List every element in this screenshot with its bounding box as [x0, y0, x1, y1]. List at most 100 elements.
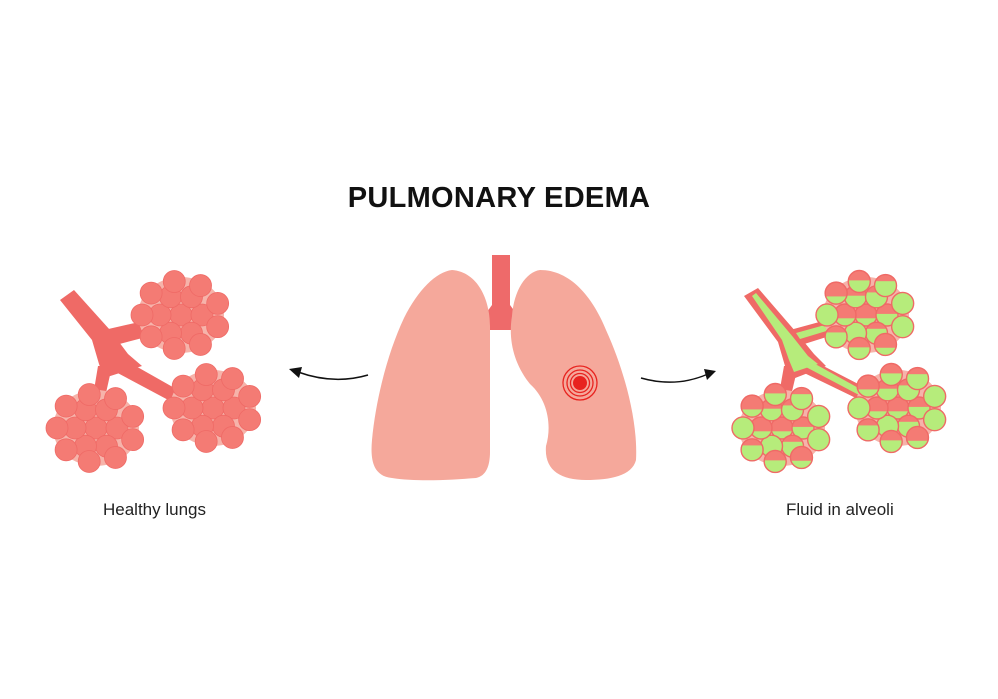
alveolus-outline: [873, 273, 898, 298]
pain-core: [573, 376, 587, 390]
fluid-bronchiole: [744, 288, 866, 400]
alveolus-outline: [763, 382, 787, 407]
alveolus-fluid: [866, 411, 888, 419]
alveolus-sac: [194, 363, 218, 386]
alveolus-fluid: [816, 303, 838, 326]
alveolus-outline: [740, 438, 764, 462]
alveolus-sac: [77, 383, 101, 406]
alveolus-fluid: [741, 409, 764, 418]
alveolus-outline: [890, 291, 915, 316]
alveolus-sac: [121, 428, 145, 452]
alveolus-sac: [104, 446, 127, 469]
alveolus-sac: [222, 396, 246, 420]
alveolus-outline: [879, 362, 903, 387]
alveolus-fluid: [906, 374, 929, 390]
pain-ring-inner: [569, 372, 591, 394]
alveolus-fluid: [923, 408, 946, 431]
fluid-cluster-top: [815, 269, 915, 361]
alveolus-fluid: [891, 292, 914, 315]
alveolus-sac: [189, 274, 212, 297]
alveolus-sac: [238, 385, 262, 408]
alveolus-sac: [121, 405, 145, 428]
alveolus-fluid: [807, 428, 830, 451]
fluid-in-alveoli-label: Fluid in alveoli: [786, 500, 894, 519]
alveolus-fluid: [760, 408, 783, 421]
alveolus-sac: [105, 416, 129, 440]
alveolus-sac: [221, 367, 244, 390]
alveolus-outline: [847, 396, 871, 420]
alveolus-sac: [238, 408, 262, 432]
alveolus-outline: [815, 303, 839, 327]
alveolus-outline: [824, 325, 848, 349]
alveolus-outline: [806, 427, 831, 452]
alveolus-fluid: [880, 440, 903, 453]
page-title: PULMONARY EDEMA: [347, 182, 651, 214]
pain-ring-middle: [566, 369, 594, 397]
alveolus-fluid: [874, 347, 897, 356]
alveolus-outline: [789, 445, 814, 470]
fluid-cluster-bottom-right: [847, 362, 947, 454]
alveolus-fluid: [874, 281, 897, 297]
alveolus-sac: [45, 416, 69, 440]
alveolus-sac: [54, 438, 78, 462]
alveoli-cluster-top: [130, 270, 230, 360]
alveolus-sac: [104, 387, 127, 410]
right-lung: [371, 270, 490, 481]
alveolus-outline: [875, 303, 899, 327]
alveolus-fluid: [848, 396, 870, 419]
alveolus-fluid: [764, 393, 787, 406]
lungs-icon: [371, 255, 637, 481]
alveolus-fluid: [880, 373, 903, 386]
alveolus-fluid: [790, 394, 813, 410]
alveolus-outline: [907, 396, 931, 420]
alveolus-fluid: [857, 425, 880, 441]
bronchi: [484, 305, 518, 330]
fluid-cluster-bottom-left: [731, 382, 831, 474]
alveolus-fluid: [732, 416, 754, 439]
alveolus-sac: [171, 374, 195, 398]
alveolus-outline: [847, 336, 871, 361]
alveolus-sac: [171, 418, 195, 442]
alveolus-fluid: [825, 296, 848, 305]
alveolus-sac: [206, 315, 230, 339]
alveolus-sac: [221, 426, 244, 449]
alveolus-sac: [130, 303, 154, 327]
pain-ring-outer: [562, 365, 598, 401]
alveolus-fluid: [764, 460, 787, 473]
alveolus-outline: [922, 407, 947, 432]
alveolus-sac: [190, 303, 214, 327]
alveolus-outline: [905, 366, 930, 391]
alveolus-fluid: [848, 280, 871, 293]
pain-target-icon: [562, 365, 598, 401]
alveolus-fluid: [923, 385, 946, 408]
fluid-alveoli-icon: [731, 269, 947, 474]
bronchiole-stem: [60, 290, 142, 378]
alveolus-outline: [847, 269, 871, 294]
alveolus-outline: [856, 418, 880, 442]
alveoli-cluster-bottom-left: [45, 383, 145, 473]
alveolus-sac: [54, 394, 78, 418]
alveolus-fluid: [790, 460, 813, 469]
alveolus-fluid: [825, 332, 848, 348]
bronchiole-branch-right: [112, 356, 178, 402]
alveolus-fluid: [887, 411, 909, 419]
arrow-left-icon: [289, 367, 369, 381]
alveolus-fluid: [891, 315, 914, 338]
alveolus-outline: [731, 416, 755, 440]
alveolus-sac: [194, 430, 218, 453]
alveolus-outline: [763, 449, 787, 474]
alveolus-outline: [890, 314, 915, 339]
arrow-right-icon: [640, 369, 716, 383]
alveolus-fluid: [855, 318, 877, 326]
alveolus-outline: [791, 416, 815, 440]
healthy-alveoli-icon: [45, 270, 262, 473]
alveolus-fluid: [844, 295, 867, 308]
alveolus-sac: [162, 337, 186, 360]
alveolus-outline: [873, 332, 898, 357]
alveolus-fluid: [876, 388, 899, 401]
alveolus-fluid: [771, 431, 793, 439]
alveolus-outline: [905, 425, 930, 450]
alveolus-outline: [824, 281, 848, 305]
alveolus-sac: [139, 325, 163, 349]
